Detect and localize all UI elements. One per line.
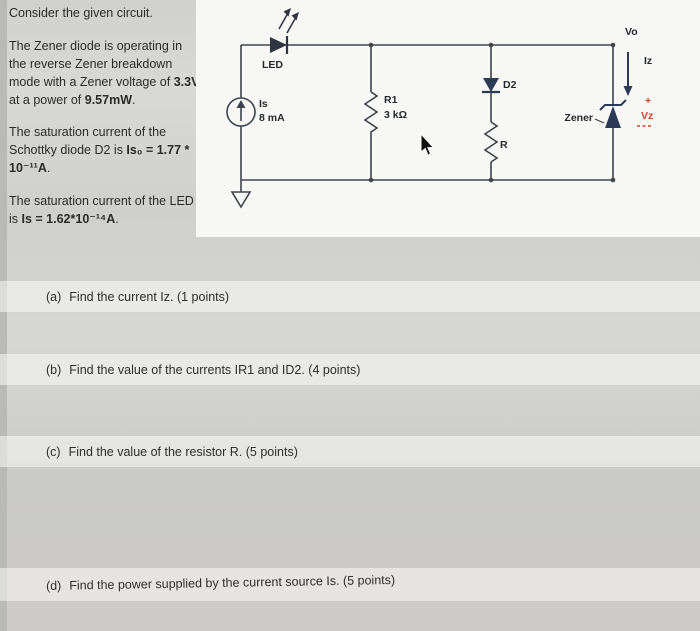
question-a-label: (a)	[46, 290, 62, 304]
question-c: (c) Find the value of the resistor R. (5 …	[46, 445, 298, 459]
question-b-text: Find the value of the currents IR1 and I…	[69, 363, 361, 377]
vz-plus-label: +	[645, 95, 651, 107]
mouse-cursor	[420, 132, 435, 156]
text-segment: The saturation current of the LED is	[9, 194, 194, 226]
question-a-text: Find the current Iz. (1 points)	[69, 290, 230, 304]
vo-label: Vo	[625, 26, 638, 38]
zener-diode	[599, 99, 627, 128]
question-c-label: (c)	[46, 445, 61, 459]
source-value-label: 8 mA	[259, 112, 285, 124]
background-band	[0, 568, 700, 601]
circuit-diagram: LED Is 8 mA R1 3 kΩ D2 R Zener Vo Iz + V…	[226, 8, 653, 209]
d2-saturation-current-value: Is₀ = 1.77 * 10⁻¹¹A	[9, 143, 190, 176]
r1-value-label: 3 kΩ	[384, 109, 407, 121]
current-source	[226, 97, 256, 127]
junction-dots	[368, 42, 616, 183]
resistor-r1	[363, 91, 379, 136]
text-segment: The Zener diode is operating in the reve…	[9, 38, 183, 89]
led-saturation-current-value: Is = 1.62*10⁻¹⁴A	[21, 211, 116, 226]
text-segment: The saturation current of the Schottky d…	[9, 125, 167, 158]
background-band	[0, 436, 700, 467]
problem-text-column: Consider the given circuit. The Zener di…	[9, 5, 200, 244]
r-label: R	[500, 139, 508, 151]
problem-intro: Consider the given circuit.	[9, 6, 153, 20]
resistor-r	[483, 121, 499, 163]
question-b: (b) Find the value of the currents IR1 an…	[46, 363, 360, 377]
problem-paragraph-zener: The Zener diode is operating in the reve…	[9, 38, 200, 110]
problem-paragraph-led: The saturation current of the LED is Is …	[9, 193, 200, 229]
led-label: LED	[262, 59, 283, 71]
zener-voltage-value: 3.3V	[173, 74, 200, 89]
circuit-labels: LED Is 8 mA R1 3 kΩ D2 R Zener Vo Iz + V…	[259, 26, 653, 151]
led-diode	[270, 8, 299, 54]
question-c-text: Find the value of the resistor R. (5 poi…	[68, 445, 298, 459]
ground-symbol	[230, 191, 252, 209]
iz-current-arrow	[623, 52, 633, 96]
question-b-label: (b)	[46, 363, 62, 377]
text-segment: .	[132, 92, 136, 107]
background-band	[0, 354, 700, 385]
source-name-label: Is	[259, 98, 268, 110]
iz-label: Iz	[644, 55, 652, 67]
circuit-wires	[240, 44, 614, 192]
text-segment: .	[115, 211, 119, 226]
text-segment: .	[46, 161, 51, 176]
question-d-label: (d)	[45, 578, 62, 593]
d2-label: D2	[503, 79, 517, 91]
vz-label: Vz	[641, 110, 653, 122]
text-segment: at a power of	[9, 92, 85, 107]
circuit-panel: LED Is 8 mA R1 3 kΩ D2 R Zener Vo Iz + V…	[196, 0, 700, 237]
page-edge-strip	[0, 0, 7, 631]
r1-label: R1	[384, 94, 398, 106]
zener-label-pointer	[594, 118, 605, 124]
diode-d2	[482, 78, 500, 94]
background-band	[0, 281, 700, 312]
question-a: (a) Find the current Iz. (1 points)	[46, 290, 229, 304]
zener-label: Zener	[564, 112, 593, 124]
zener-power-value: 9.57mW	[84, 92, 132, 107]
problem-paragraph-d2: The saturation current of the Schottky d…	[9, 124, 200, 178]
